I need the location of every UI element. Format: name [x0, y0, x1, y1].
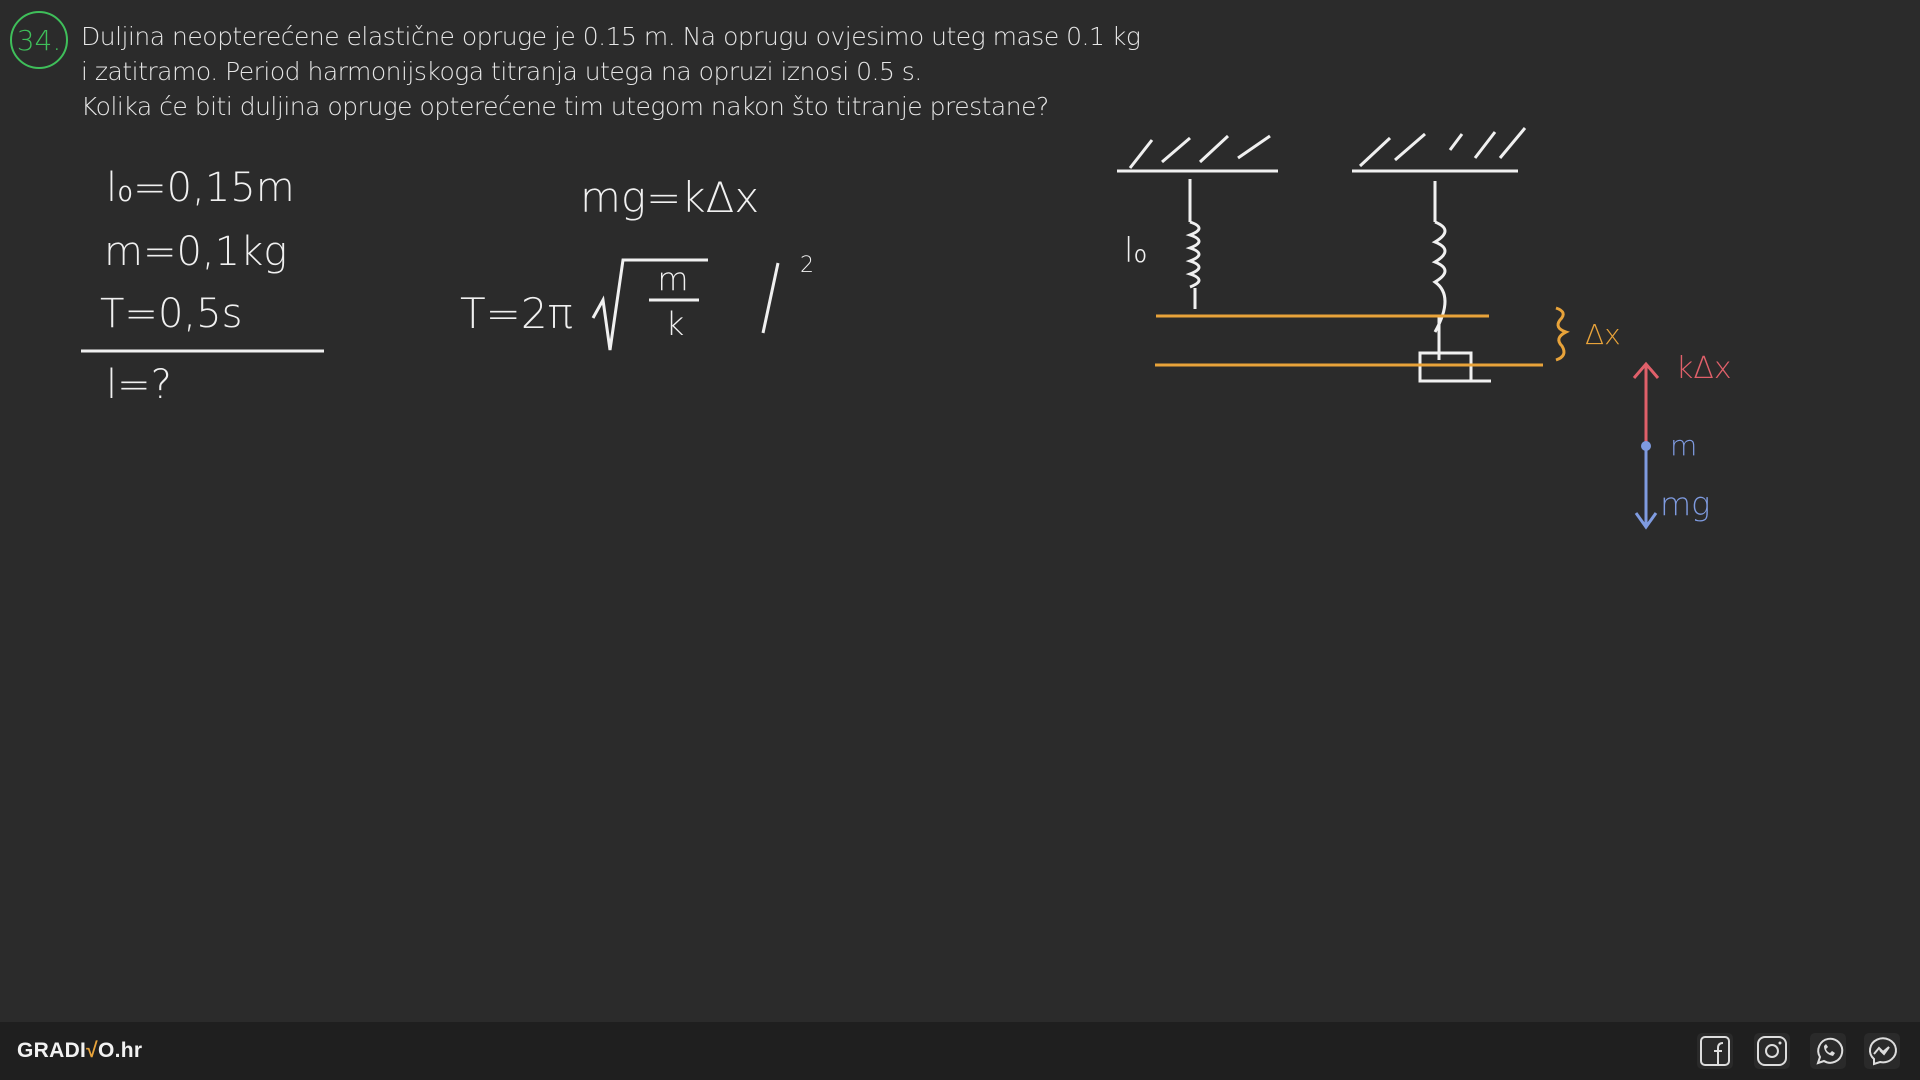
given-l0: l₀=0,15m [106, 165, 295, 211]
problem-number: 34. [17, 24, 62, 57]
gravity-force-label: mg [1660, 485, 1710, 523]
logo-text-right: O.hr [98, 1039, 143, 1062]
square-exponent: 2 [800, 253, 814, 278]
gradivo-logo[interactable]: GRADI√O.hr [17, 1039, 142, 1063]
footer-bar: GRADI√O.hr [0, 1022, 1920, 1080]
problem-number-circle [10, 11, 68, 69]
whatsapp-icon [1816, 1037, 1844, 1065]
period-equation-lhs: T=2π [460, 289, 573, 338]
instagram-button[interactable] [1754, 1033, 1790, 1069]
board-drawing: 34. l₀=0,15m m=0,1kg T=0,5s l=? mg=kΔx T… [10, 11, 1732, 530]
unloaded-spring-diagram [1117, 127, 1527, 383]
logo-root-symbol: √ [86, 1039, 98, 1062]
spring-force-label: kΔx [1676, 351, 1732, 386]
squaring-bracket [761, 262, 780, 334]
problem-text-line-2: i zatitramo. Period harmonijskoga titran… [81, 57, 922, 86]
whatsapp-button[interactable] [1810, 1033, 1846, 1069]
spring-coil-right [1431, 220, 1447, 333]
fraction-denominator: k [666, 305, 685, 343]
square-root-sign [591, 258, 708, 351]
problem-text-line-1: Duljina neopterećene elastične opruge je… [81, 22, 1141, 51]
mass-label: m [1670, 429, 1697, 462]
mass-point [1641, 441, 1651, 451]
given-period: T=0,5s [100, 291, 242, 337]
messenger-icon [1869, 1037, 1897, 1066]
whiteboard: 34. l₀=0,15m m=0,1kg T=0,5s l=? mg=kΔx T… [10, 11, 1732, 530]
problem-text-line-3: Kolika će biti duljina opruge opterećene… [81, 92, 1049, 121]
mass-block [1418, 351, 1473, 383]
unknown-length: l=? [106, 362, 172, 408]
spring-coil-left [1185, 220, 1201, 289]
given-mass: m=0,1kg [104, 229, 287, 275]
delta-x-label: Δx [1585, 318, 1621, 351]
fraction-numerator: m [657, 260, 688, 298]
facebook-icon [1700, 1036, 1730, 1066]
logo-text-left: GRADI [17, 1039, 87, 1062]
arrow-up-icon [1632, 361, 1660, 379]
facebook-button[interactable] [1697, 1033, 1733, 1069]
brace-icon [1555, 306, 1570, 362]
arrow-down-icon [1634, 512, 1658, 530]
messenger-button[interactable] [1864, 1033, 1900, 1069]
instagram-icon [1757, 1036, 1787, 1066]
l0-label: l₀ [1124, 231, 1147, 271]
equilibrium-equation: mg=kΔx [580, 173, 759, 222]
